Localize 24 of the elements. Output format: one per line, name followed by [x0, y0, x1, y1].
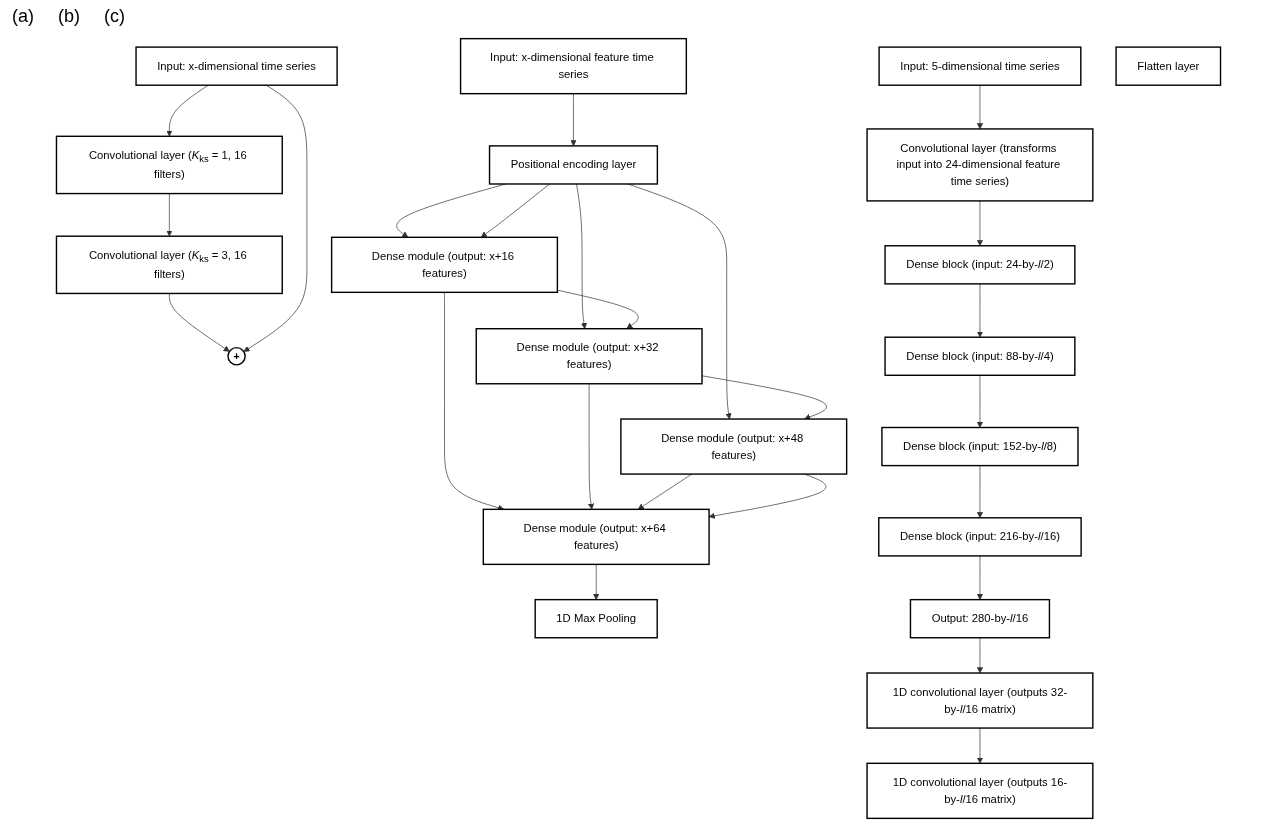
node-box: Dense block (input: 24-by-l/2): [884, 245, 1076, 285]
node-box: Dense block (input: 216-by-l/16): [878, 517, 1082, 557]
node-box: Dense module (output: x+64 features): [482, 508, 710, 566]
node-box: Dense module (output: x+16 features): [330, 236, 559, 294]
node-box: Input: x-dimensional feature time series: [459, 37, 688, 95]
node-box: Dense module (output: x+32 features): [475, 328, 703, 385]
node-box: Convolutional layer (transforms input into 24-dimensional feature time series): [866, 128, 1094, 202]
node-box: 1D convolutional layer (outputs 16-by-l/16 matrix): [866, 762, 1094, 820]
panel-label: (c): [104, 6, 125, 27]
node-box: Input: 5-dimensional time series: [878, 46, 1082, 86]
panel-label: (b): [58, 6, 80, 27]
node-box: 1D Max Pooling: [534, 598, 658, 639]
node-box: Output: 280-by-l/16: [909, 598, 1051, 639]
node-box: Input: x-dimensional time series: [135, 46, 338, 86]
node-circle: +: [227, 346, 246, 366]
panel-label: (a): [12, 6, 34, 27]
node-box: Dense module (output: x+48 features): [620, 418, 848, 475]
node-box: Dense block (input: 88-by-l/4): [884, 336, 1076, 376]
node-box: Convolutional layer (K$_{ks}$ = 1, 16 filters): [55, 135, 283, 195]
node-box: Dense block (input: 152-by-l/8): [881, 426, 1079, 467]
node-box: Flatten layer: [1115, 46, 1222, 86]
node-box: Convolutional layer (K$_{ks}$ = 3, 16 filters): [55, 235, 283, 295]
node-box: 1D convolutional layer (outputs 32-by-l/16 matrix): [866, 672, 1094, 729]
node-box: Positional encoding layer: [488, 145, 659, 185]
